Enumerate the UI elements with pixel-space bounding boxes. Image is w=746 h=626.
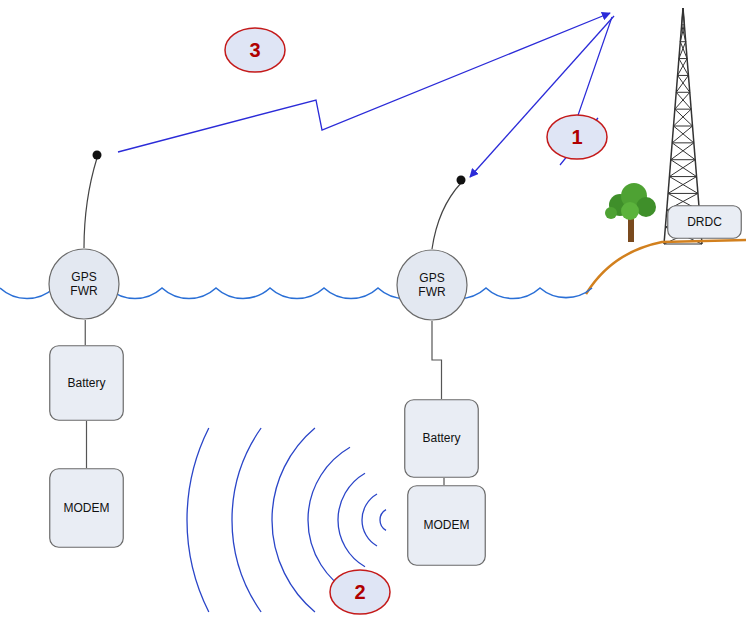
node-label: MODEM	[424, 518, 470, 532]
node-label: Battery	[422, 431, 460, 445]
antenna-tip	[457, 176, 466, 185]
callout-number: 3	[249, 40, 260, 60]
radio-link-arrow	[118, 13, 610, 152]
callout-badge	[225, 28, 285, 72]
antenna-wire	[432, 183, 461, 249]
callout-number: 2	[354, 582, 365, 602]
tree	[605, 183, 656, 242]
node-label: Battery	[67, 376, 105, 390]
acoustic-wave	[362, 494, 377, 546]
station-box: DRDC	[667, 205, 742, 239]
shoreline	[586, 240, 746, 294]
gps-receiver: GPS FWR	[396, 249, 468, 321]
acoustic-waves	[187, 428, 386, 612]
modem-box: MODEM	[407, 485, 486, 566]
antenna-wire	[84, 158, 97, 248]
node-label: DRDC	[687, 215, 722, 229]
acoustic-wave	[232, 428, 261, 612]
antenna-tip	[93, 151, 102, 160]
callout-badge	[547, 115, 607, 159]
connector-line	[443, 478, 444, 485]
callout-number: 1	[571, 127, 582, 147]
acoustic-wave	[272, 428, 315, 612]
battery-box: Battery	[404, 399, 479, 478]
node-label: GPS FWR	[62, 270, 106, 299]
callout-badge	[330, 570, 390, 614]
gps-receiver: GPS FWR	[48, 248, 120, 320]
radio-link-arrow	[470, 16, 614, 177]
connector-line	[85, 320, 86, 345]
connector-line	[86, 421, 87, 468]
node-label: MODEM	[64, 501, 110, 515]
acoustic-wave	[308, 447, 350, 592]
connector-line	[432, 321, 442, 399]
acoustic-wave	[380, 510, 386, 531]
modem-box: MODEM	[49, 468, 124, 548]
node-label: GPS FWR	[410, 271, 454, 300]
battery-box: Battery	[49, 345, 124, 421]
acoustic-wave	[338, 473, 365, 567]
acoustic-wave	[187, 428, 209, 612]
